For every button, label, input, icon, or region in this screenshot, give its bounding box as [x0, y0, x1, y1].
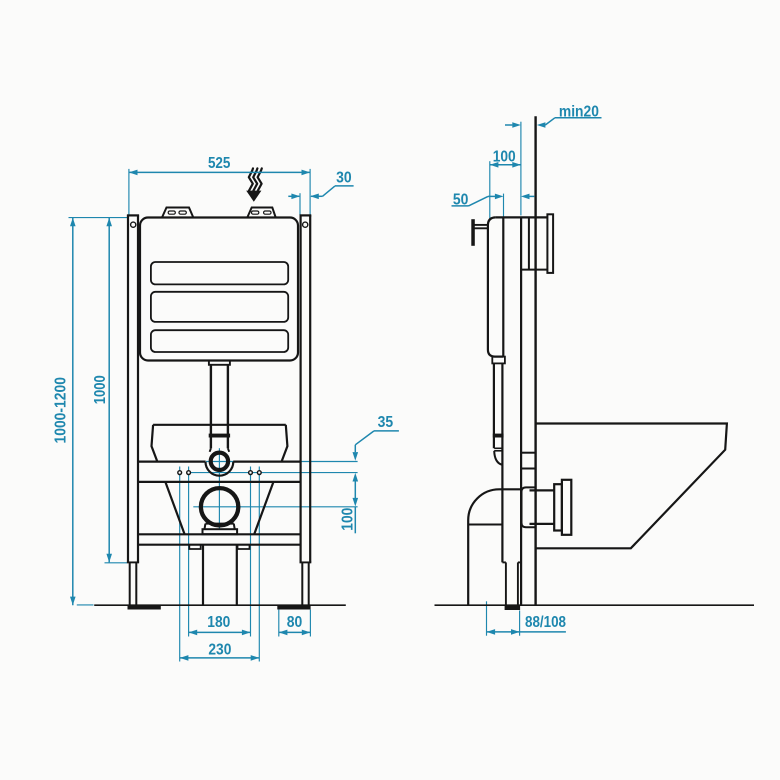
svg-text:525: 525 [208, 155, 231, 172]
svg-text:35: 35 [378, 414, 394, 431]
svg-text:100: 100 [493, 149, 516, 166]
svg-text:80: 80 [287, 614, 303, 631]
svg-text:50: 50 [453, 192, 469, 209]
svg-text:230: 230 [208, 642, 231, 659]
svg-text:30: 30 [336, 169, 352, 186]
svg-text:180: 180 [207, 614, 230, 631]
svg-text:1000-1200: 1000-1200 [53, 377, 70, 443]
svg-text:88/108: 88/108 [525, 614, 566, 631]
svg-text:100: 100 [339, 508, 356, 531]
svg-text:min20: min20 [559, 103, 599, 120]
svg-text:1000: 1000 [92, 375, 109, 404]
